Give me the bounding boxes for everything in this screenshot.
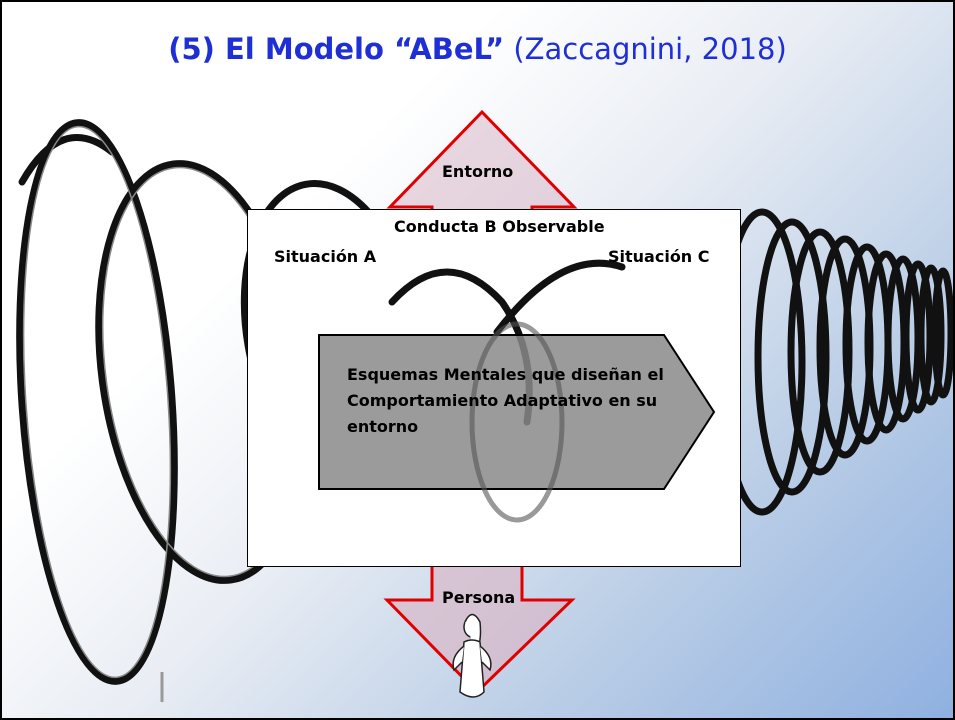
slide-title: (5) El Modelo “ABeL” (Zaccagnini, 2018) <box>2 32 953 66</box>
conducta-label: Conducta B Observable <box>394 217 605 236</box>
situacion-a-label: Situación A <box>274 247 377 266</box>
title-citation: (Zaccagnini, 2018) <box>504 32 787 66</box>
persona-label: Persona <box>442 588 516 607</box>
schema-text: Esquemas Mentales que diseñan el Comport… <box>347 365 664 436</box>
title-bold: (5) El Modelo “ABeL” <box>168 32 505 66</box>
situacion-c-label: Situación C <box>608 247 710 266</box>
entorno-label: Entorno <box>442 162 514 181</box>
